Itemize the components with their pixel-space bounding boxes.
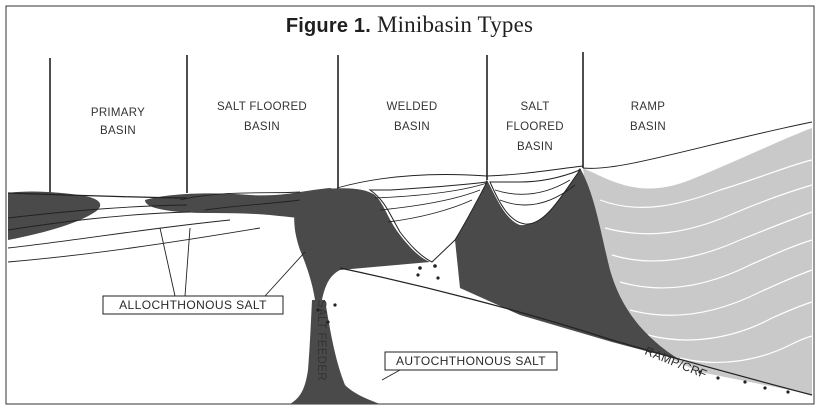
basin-3-line2: BASIN	[394, 121, 430, 133]
allochthonous-label: ALLOCHTHONOUS SALT	[119, 298, 267, 312]
salt-primary-tongue	[8, 192, 100, 240]
ramp-basin-fill	[583, 128, 812, 395]
salt-feeder-label: SALT FEEDER	[315, 300, 327, 381]
autochthonous-label: AUTOCHTHONOUS SALT	[396, 354, 546, 368]
basin-3-line1: WELDED	[386, 101, 437, 113]
salt-bodies	[8, 168, 680, 404]
basin-2-line2: BASIN	[244, 121, 280, 133]
basin-5-line1: RAMP	[631, 101, 665, 113]
basin-4-line3: BASIN	[517, 141, 553, 153]
salt-feeder-stem	[290, 300, 380, 404]
basin-4-line1: SALT	[520, 101, 549, 113]
basin-labels: PRIMARY BASIN SALT FLOORED BASIN WELDED …	[91, 101, 666, 153]
autochthonous-leader	[382, 370, 400, 380]
basin-2-line1: SALT FLOORED	[217, 101, 307, 113]
basin-5-line2: BASIN	[630, 121, 666, 133]
basin-4-line2: FLOORED	[506, 121, 564, 133]
basin-1-line2: BASIN	[100, 125, 136, 137]
column-dividers	[50, 52, 583, 195]
allochthonous-leaders	[160, 228, 305, 296]
basin-1-line1: PRIMARY	[91, 107, 145, 119]
